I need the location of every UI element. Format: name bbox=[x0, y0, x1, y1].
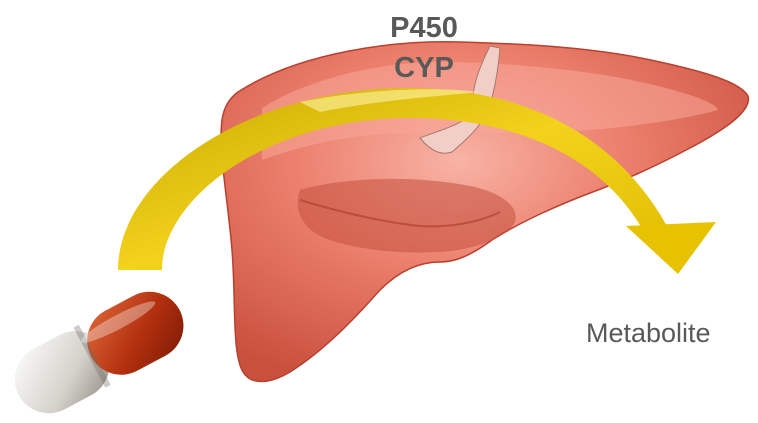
metabolite-label: Metabolite bbox=[586, 318, 711, 349]
enzyme-label-line1: P450 bbox=[374, 8, 474, 48]
drug-capsule-icon bbox=[3, 280, 196, 423]
enzyme-label: P450 CYP bbox=[374, 8, 474, 88]
arrow-head bbox=[626, 222, 716, 274]
enzyme-label-line2: CYP bbox=[374, 48, 474, 88]
